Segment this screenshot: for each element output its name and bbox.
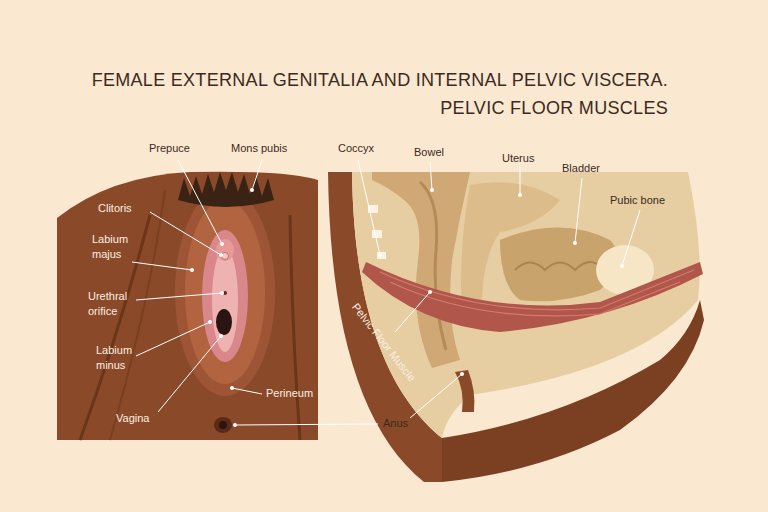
pelvic-floor-muscle-shape: [362, 262, 703, 332]
leader-lines: [132, 160, 640, 425]
part-label: Labium majus: [92, 232, 138, 262]
part-label: Mons pubis: [231, 141, 287, 156]
bowel-fold: [420, 182, 446, 350]
part-label: Vagina: [116, 411, 149, 426]
part-label: Anus: [383, 416, 408, 431]
bladder-fold: [515, 262, 602, 270]
anus-shape: [219, 421, 227, 429]
thigh-crease: [290, 215, 300, 440]
prepuce-shape: [216, 239, 234, 261]
coccyx-segment: [377, 252, 386, 259]
vaginal-opening: [216, 309, 232, 335]
part-label: Prepuce: [149, 141, 190, 156]
part-label: Urethral orifice: [88, 289, 138, 319]
part-label: Labium minus: [96, 343, 144, 373]
part-label: Bowel: [414, 145, 444, 160]
labium-majus-shape: [185, 200, 265, 384]
pubic-hair: [178, 172, 274, 207]
part-label: Coccyx: [338, 141, 374, 156]
labium-majus-shape: [175, 188, 275, 396]
anus-shape: [214, 417, 232, 433]
part-label: Perineum: [266, 386, 313, 401]
diagram-title: FEMALE EXTERNAL GENITALIA AND INTERNAL P…: [88, 66, 668, 122]
thigh-crease: [110, 190, 165, 440]
muscle-fibre: [390, 282, 680, 316]
leader-dots: [190, 188, 624, 427]
skin-panel: [57, 172, 318, 440]
vestibule: [212, 248, 238, 352]
part-label: Pubic bone: [610, 193, 665, 208]
part-label: Clitoris: [98, 201, 132, 216]
muscle-fibre: [380, 270, 694, 310]
part-label: Uterus: [502, 151, 534, 166]
labium-minus-shape: [202, 230, 248, 362]
coccyx-segment: [372, 230, 382, 238]
part-label: Bladder: [562, 161, 600, 176]
anal-canal: [455, 370, 474, 412]
